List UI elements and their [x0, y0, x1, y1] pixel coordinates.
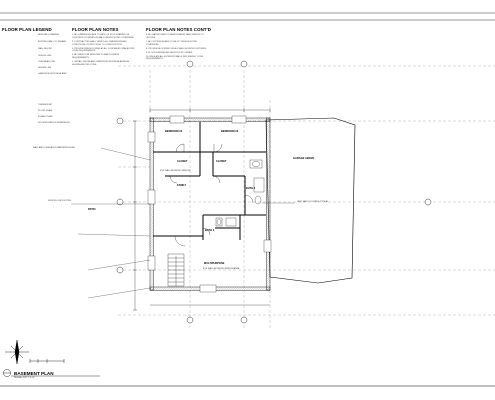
north-arrow-icon — [5, 339, 29, 365]
leader-lines — [71, 147, 295, 299]
legend-row-thermostat: T THERMOSTAT — [4, 104, 68, 111]
room-label-bedroom-3: BEDROOM #3 — [221, 130, 239, 133]
legend-label: CEILING LINE — [38, 55, 52, 57]
legend-label: NEW WALL FRAMING — [38, 34, 60, 36]
note-item: 7. ALL GYPSUM BOARD TO BE 1/2" UNLESS NO… — [146, 40, 198, 46]
legend-row-floor-drain: FLOOR DRAIN — [4, 110, 68, 117]
legend-label: FLOOR DRAIN — [38, 110, 53, 112]
notes-column-1: 1. ALL DIMENSIONS ARE TO FACE OF STUD FR… — [72, 34, 136, 67]
legend-row-existing-wall: EXISTING WALL TO REMAIN — [4, 41, 68, 48]
room-label-bath-3: BATH 3 — [205, 229, 215, 232]
room-label-bath-2: BATH 2 — [246, 187, 256, 190]
stair — [167, 253, 185, 287]
legend-label: OVERHEAD LINE — [38, 61, 55, 63]
scale-bar-icon — [29, 359, 65, 363]
room-label-garage: GARAGE ABOVE — [293, 157, 315, 160]
legend-label: CARBON MONOXIDE ALARM — [38, 73, 67, 75]
dimension-ticks — [133, 108, 271, 311]
windows — [147, 115, 272, 293]
legend-row-overhead: OVERHEAD LINE — [4, 61, 68, 68]
room-label-bedroom-2: BEDROOM #2 — [165, 130, 183, 133]
door-swings — [169, 143, 254, 247]
annotation-family: 4'X8' WALL-MOUNTED WINDOW — [160, 170, 191, 172]
legend-label: HIDDEN LINE — [38, 67, 52, 69]
notes-contd-header: FLOOR PLAN NOTES CONT'D — [146, 27, 212, 32]
room-label-closet-1: CLOSET — [177, 160, 188, 163]
legend-row-hidden: HIDDEN LINE — [4, 67, 68, 74]
drawing-title: BASEMENT PLAN — [14, 371, 54, 376]
legend-row-exhaust: EXHAUST FAN — [4, 116, 68, 123]
drawing-scale: SCALE: 1/8" = 1'-0" — [14, 376, 35, 379]
note-item: 9. FLOOR FINISHES AS SELECTED BY OWNER. — [146, 51, 193, 54]
legend-label: EXHAUST FAN — [38, 116, 53, 118]
note-item: 5. INSTALL SMOKE AND CARBON MONOXIDE ALA… — [72, 61, 130, 66]
note-item: 2. CONTRACTOR SHALL VERIFY ALL DIMENSION… — [72, 40, 127, 46]
grid-bubbles — [116, 60, 432, 324]
notes-column-2: 6. ALL BATHROOMS TO HAVE EXHAUST FANS VE… — [146, 34, 210, 61]
note-item: 4. ALL BEDROOM WINDOWS TO MEET EGRESS RE… — [72, 54, 120, 60]
legend-row-ceiling: CEILING LINE — [4, 55, 68, 62]
legend-row-new-wall: NEW WALL FRAMING — [4, 34, 68, 41]
legend-row-wall-below: WALL BELOW — [4, 48, 68, 55]
note-item: 1. ALL DIMENSIONS ARE TO FACE OF STUD FR… — [72, 34, 135, 39]
room-label-patio: PATIO — [88, 208, 96, 211]
legend-row-elevation: ROOM ELEVATION REFERENCE — [4, 122, 70, 129]
note-item: 8. PROVIDE BLOCKING FOR ALL WALL MOUNTED… — [146, 47, 207, 50]
notes-header: FLOOR PLAN NOTES — [72, 27, 119, 32]
annotation-footing: DROP FLOOR FOOTING — [48, 200, 71, 202]
annotation-wall: WALL AND FOUNDATION WATERPROOFING — [33, 147, 75, 149]
annotation-multipurpose: 4'X8' WALL-MOUNTED WINDOW AREA — [203, 268, 240, 270]
legend-header: FLOOR PLAN LEGEND — [2, 27, 52, 32]
interior-walls — [153, 122, 266, 240]
note-item: 6. ALL BATHROOMS TO HAVE EXHAUST FANS VE… — [146, 34, 204, 39]
annotation-vent: VENT FAN TO OUTSIDE TYPICAL — [297, 201, 329, 203]
drawing-title-block: BASEMENT PLAN SCALE: 1/8" = 1'-0" — [14, 371, 54, 379]
title-callout-icon — [3, 369, 100, 377]
legend-row-co-alarm: CARBON MONOXIDE ALARM — [4, 73, 68, 80]
legend-label: ROOM ELEVATION REFERENCE — [38, 122, 70, 124]
legend-label: EXISTING WALL TO REMAIN — [38, 41, 66, 43]
room-label-closet-2: CLOSET — [216, 160, 227, 163]
note-item: 10. INSULATE ALL EXTERIOR WALLS PER ENER… — [146, 55, 204, 61]
bath-fixtures — [215, 159, 265, 227]
note-item: 3. PROVIDE FIRE BLOCKING AT ALL CONCEALE… — [72, 47, 135, 53]
room-label-multipurpose: MULTIPURPOSE — [204, 262, 225, 265]
legend-label: THERMOSTAT — [38, 104, 53, 106]
legend-label: WALL BELOW — [38, 48, 52, 50]
room-label-family: FAMILY — [177, 184, 187, 187]
